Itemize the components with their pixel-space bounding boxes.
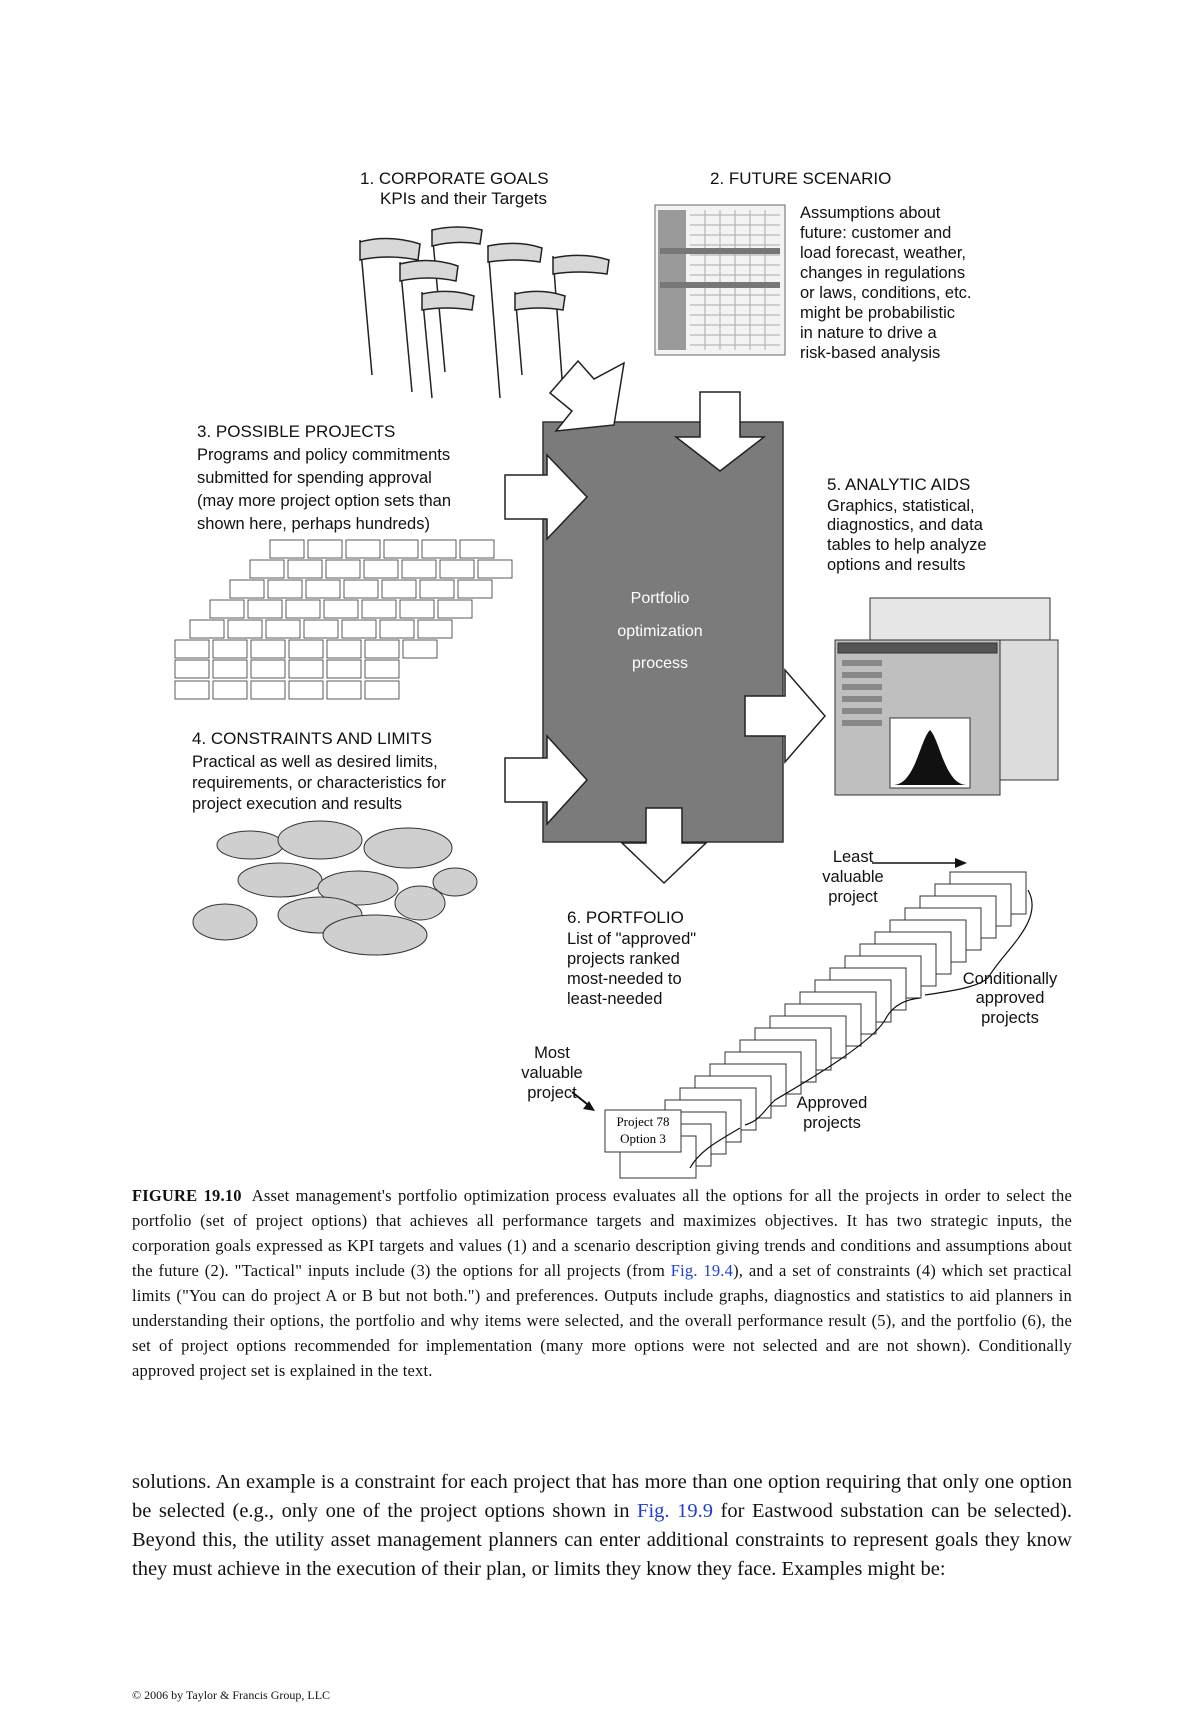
body-figure-link[interactable]: Fig. 19.9 [637,1500,713,1522]
svg-text:might be probabilistic: might be probabilistic [800,304,955,322]
constraint-bubbles-icon [193,821,477,955]
svg-text:changes in regulations: changes in regulations [800,264,965,282]
section5-title: 5. ANALYTIC AIDS [827,475,970,494]
svg-text:Graphics, statistical,: Graphics, statistical, [827,497,975,515]
svg-text:Project 78: Project 78 [616,1114,669,1129]
svg-text:tables to help analyze: tables to help analyze [827,536,987,554]
svg-text:project execution and results: project execution and results [192,795,402,813]
body-paragraph: solutions. An example is a constraint fo… [132,1468,1072,1584]
section4-description: Practical as well as desired limits, req… [192,753,447,813]
svg-text:Most: Most [534,1044,570,1062]
svg-text:List of "approved": List of "approved" [567,930,696,948]
section5-description: Graphics, statistical, diagnostics, and … [827,497,987,574]
svg-text:projects: projects [803,1114,861,1132]
svg-text:requirements, or characteristi: requirements, or characteristics for [192,774,447,792]
svg-text:Conditionally: Conditionally [963,970,1058,988]
figure-label: FIGURE 19.10 [132,1186,242,1205]
svg-text:most-needed to: most-needed to [567,970,682,988]
svg-text:projects ranked: projects ranked [567,950,680,968]
front-project-card: Project 78 Option 3 [605,1110,681,1152]
section2-title: 2. FUTURE SCENARIO [710,169,891,188]
section1-title: 1. CORPORATE GOALS [360,169,549,188]
analytics-screens-icon [835,598,1058,795]
svg-text:valuable: valuable [521,1064,582,1082]
project-options-grid-icon [175,540,512,699]
svg-text:least-needed: least-needed [567,990,662,1008]
section3-title: 3. POSSIBLE PROJECTS [197,422,395,441]
copyright-footer: © 2006 by Taylor & Francis Group, LLC [132,1688,330,1703]
section2-description: Assumptions about future: customer and l… [800,204,972,362]
caption-figure-link[interactable]: Fig. 19.4 [671,1261,733,1280]
svg-text:optimization: optimization [617,623,702,640]
svg-text:project: project [527,1084,577,1102]
svg-text:or laws, conditions, etc.: or laws, conditions, etc. [800,284,972,302]
conditionally-approved-label: Conditionally approved projects [963,970,1058,1027]
approved-label: Approved projects [797,1094,868,1132]
section1-subtitle: KPIs and their Targets [380,189,547,208]
svg-text:options and results: options and results [827,556,966,574]
svg-text:Option 3: Option 3 [620,1131,666,1146]
svg-text:valuable: valuable [822,868,883,886]
section3-description: Programs and policy commitments submitte… [197,446,451,533]
svg-text:project: project [828,888,878,906]
svg-text:approved: approved [976,989,1045,1007]
scenario-spreadsheet-icon [655,205,785,355]
svg-text:process: process [632,655,688,672]
svg-text:in nature to drive a: in nature to drive a [800,324,937,342]
least-valuable-label: Least valuable project [822,848,883,906]
svg-text:Practical as well as desired l: Practical as well as desired limits, [192,753,438,771]
svg-text:future: customer and: future: customer and [800,224,951,242]
svg-text:(may more project option sets: (may more project option sets than [197,492,451,510]
svg-text:diagnostics, and data: diagnostics, and data [827,516,984,534]
svg-text:risk-based analysis: risk-based analysis [800,344,940,362]
section6-title: 6. PORTFOLIO [567,908,684,927]
svg-text:Approved: Approved [797,1094,868,1112]
svg-text:Programs and policy commitment: Programs and policy commitments [197,446,450,464]
section4-title: 4. CONSTRAINTS AND LIMITS [192,729,432,748]
svg-text:Portfolio: Portfolio [631,590,690,607]
section6-description: List of "approved" projects ranked most-… [567,930,696,1008]
svg-text:Assumptions about: Assumptions about [800,204,941,222]
svg-text:Least: Least [833,848,874,866]
svg-text:submitted for spending approva: submitted for spending approval [197,469,432,487]
svg-text:shown here, perhaps hundreds): shown here, perhaps hundreds) [197,515,430,533]
svg-text:load forecast, weather,: load forecast, weather, [800,244,966,262]
portfolio-optimization-figure: 1. CORPORATE GOALS KPIs and their Target… [0,0,1200,1180]
svg-text:projects: projects [981,1009,1039,1027]
